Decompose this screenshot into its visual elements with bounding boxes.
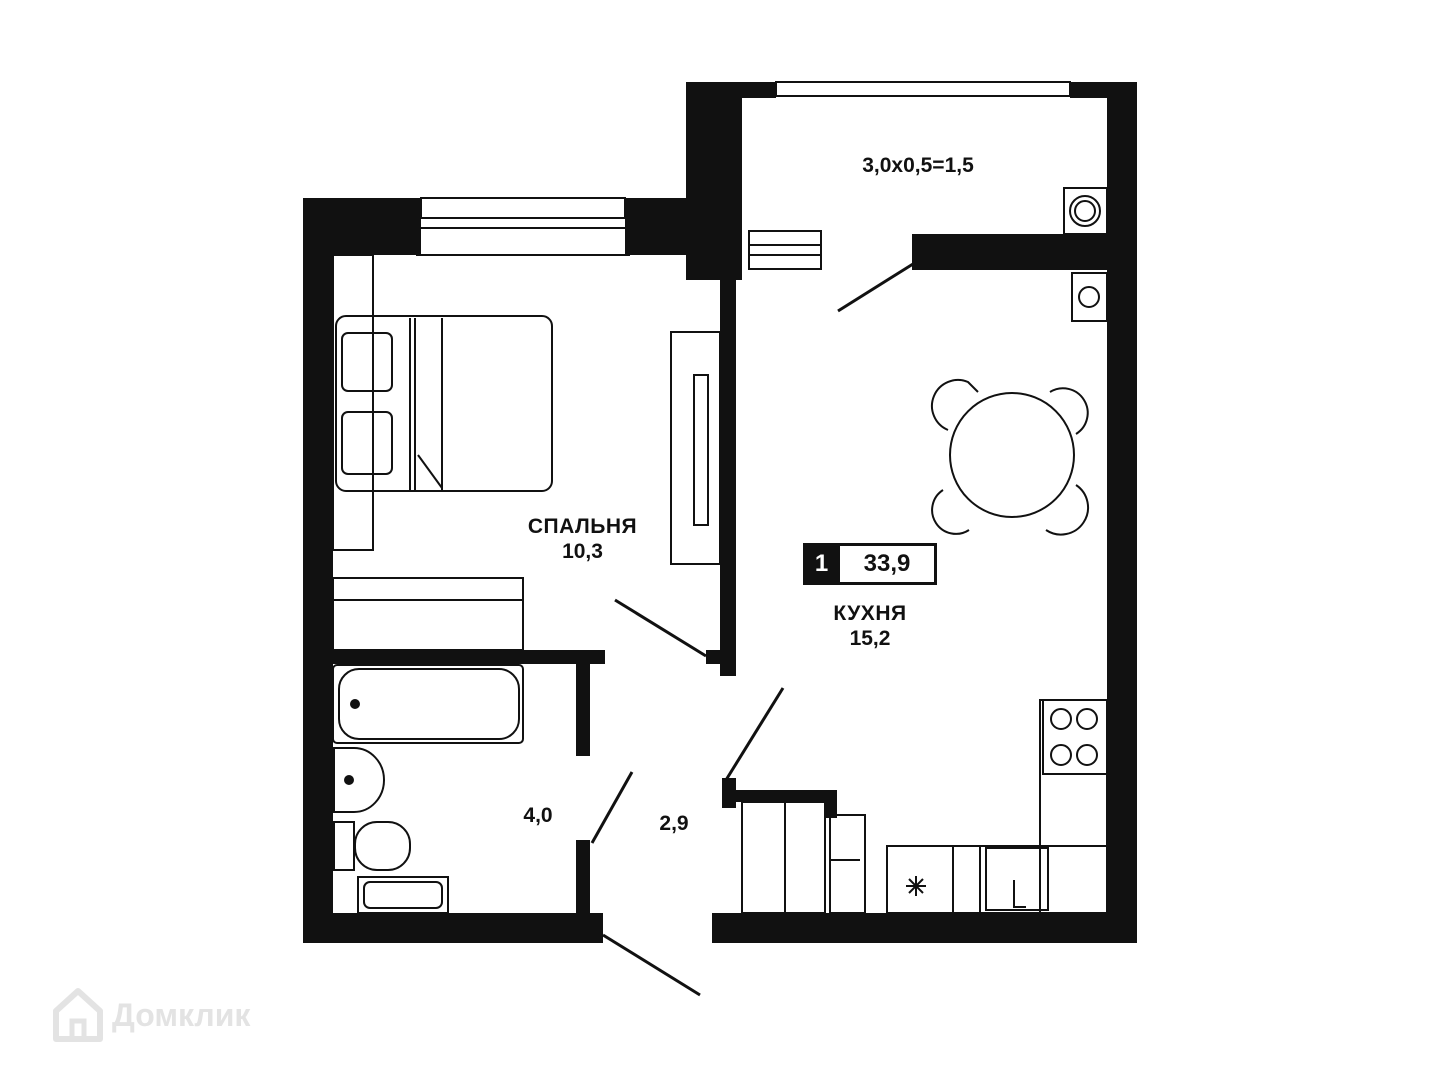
bedroom-area: 10,3 — [562, 540, 603, 564]
rooms-count: 1 — [803, 543, 840, 585]
total-area: 33,9 — [840, 543, 937, 585]
windows — [416, 81, 1071, 270]
bedroom-furniture — [332, 254, 721, 651]
entrance-door — [602, 933, 701, 997]
boiler-icon — [1063, 187, 1108, 235]
tv-stand-icon — [670, 331, 721, 565]
balcony-door — [837, 262, 914, 313]
home-icon — [53, 988, 103, 1042]
bathtub-icon — [332, 664, 524, 744]
kitchen-name: КУХНЯ — [833, 602, 907, 625]
kitchen-sink-icon — [985, 847, 1049, 911]
watermark: Домклик — [52, 985, 250, 1045]
kitchen-furniture — [741, 187, 1108, 914]
bathroom-area: 4,0 — [523, 804, 553, 827]
bedroom-label: СПАЛЬНЯ 10,3 — [500, 514, 665, 564]
watermark-text: Домклик — [112, 996, 251, 1033]
doors — [590, 262, 914, 997]
bedroom-door — [614, 598, 707, 658]
kitchen-label: КУХНЯ 15,2 — [790, 601, 950, 651]
kitchen-area: 15,2 — [849, 627, 891, 651]
bed-icon — [335, 315, 553, 492]
kitchen-door — [724, 687, 785, 781]
hall-area: 2,9 — [659, 812, 689, 835]
sink-icon — [333, 747, 385, 813]
bathroom-fixtures — [332, 664, 524, 914]
snowflake-icon — [906, 876, 926, 896]
balcony-area: 3,0х0,5=1,5 — [862, 154, 974, 177]
toilet-icon — [354, 821, 411, 871]
bedroom-name: СПАЛЬНЯ — [527, 515, 638, 538]
apartment-badge: 1 33,9 — [803, 543, 937, 585]
bathroom-door — [590, 771, 634, 844]
stove-icon — [1042, 699, 1108, 775]
walls — [303, 82, 1137, 943]
table-icon — [949, 392, 1075, 518]
